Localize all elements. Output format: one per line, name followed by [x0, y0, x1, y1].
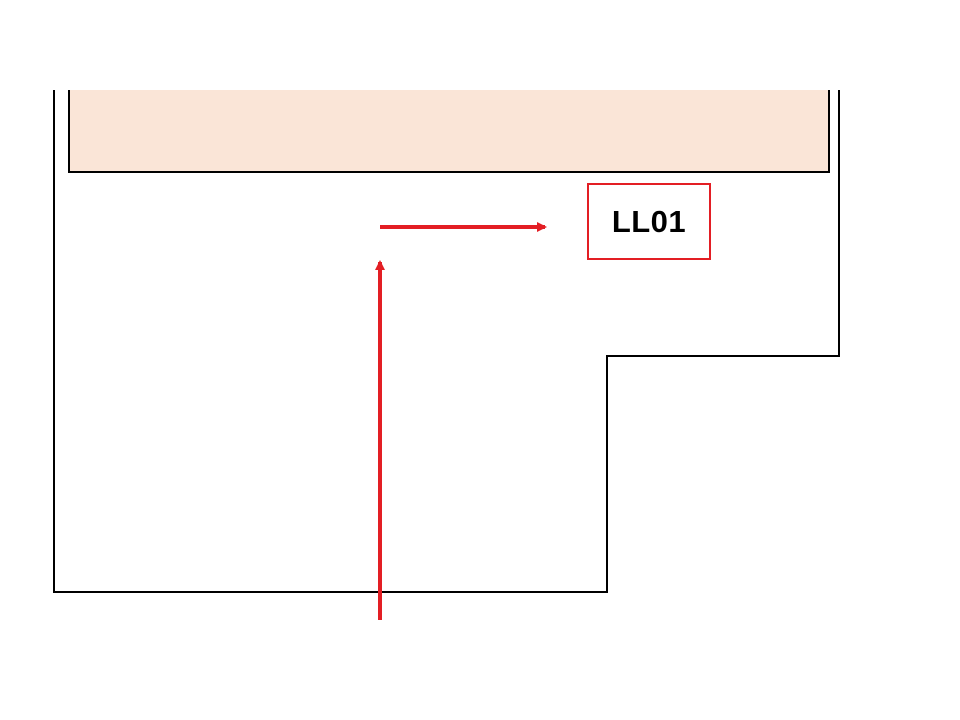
room-label: LL01 — [611, 203, 687, 239]
floor-outline — [53, 90, 840, 593]
shaded-band-outline — [68, 90, 830, 173]
shaded-band — [69, 90, 829, 172]
room-label-box: LL01 — [587, 183, 711, 260]
